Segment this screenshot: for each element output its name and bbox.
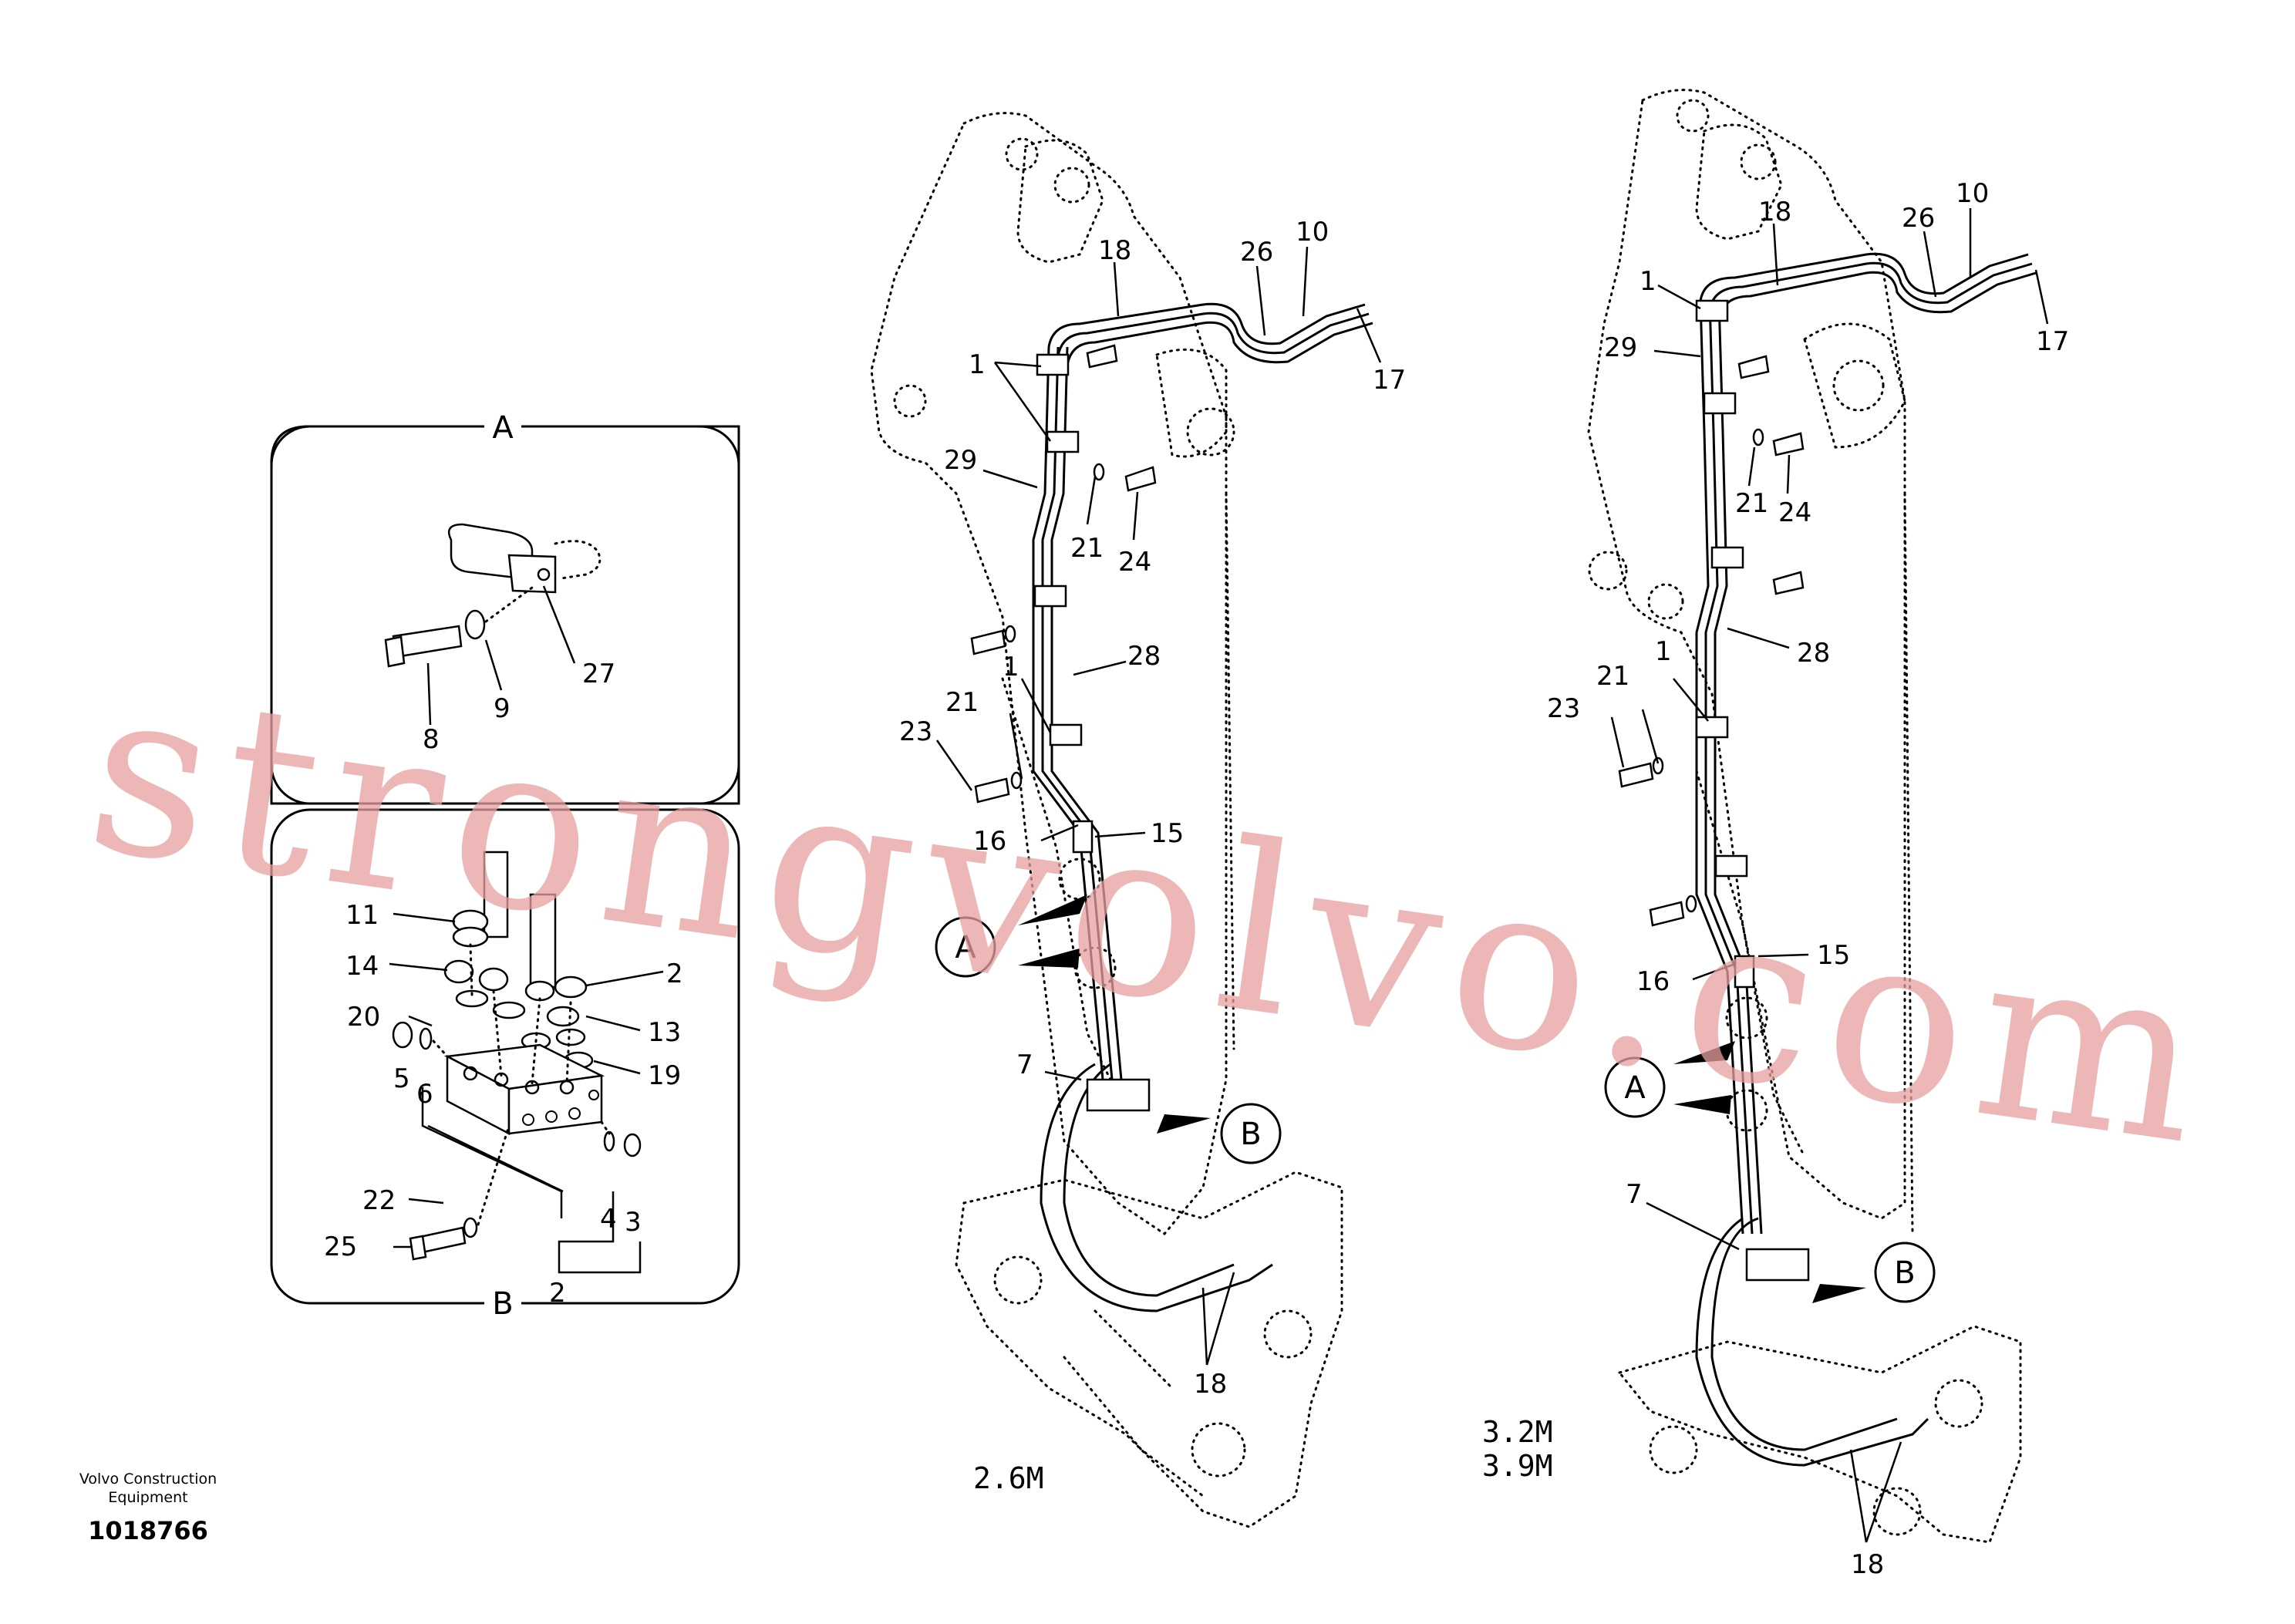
boom-left-callout-18: 18 xyxy=(1098,235,1131,266)
boom-right-callout-29: 29 xyxy=(1604,332,1637,363)
detail-b-callout-22: 22 xyxy=(362,1185,396,1216)
detail-b-callout-2-bottom: 2 xyxy=(549,1278,566,1309)
detail-b-callout-11: 11 xyxy=(345,900,379,931)
detail-b-callout-4: 4 xyxy=(600,1204,617,1235)
detail-b-callout-5: 5 xyxy=(393,1063,410,1094)
boom-right-ref-b-circle xyxy=(1874,1242,1936,1303)
boom-left-callout-21-top: 21 xyxy=(1070,533,1104,564)
boom-right-linkage xyxy=(1617,1325,2022,1544)
detail-a-label: A xyxy=(492,410,514,446)
boom-right-ref-a: A xyxy=(1624,1070,1646,1106)
boom-right-callout-15: 15 xyxy=(1817,940,1850,971)
boom-left-callout-24: 24 xyxy=(1118,547,1151,578)
boom-right-callout-1-mid: 1 xyxy=(1655,636,1672,667)
boom-right-callout-7: 7 xyxy=(1626,1179,1643,1210)
company-name-line-2: Equipment xyxy=(108,1489,187,1506)
footer-block: Volvo Construction Equipment 1018766 xyxy=(79,1471,217,1545)
boom-left-outline xyxy=(870,112,1228,1235)
detail-b-panel: B xyxy=(270,808,740,1322)
boom-right-callout-17: 17 xyxy=(2036,326,2069,357)
boom-left: A B 18 26 10 17 1 29 21 24 28 1 23 21 16… xyxy=(870,112,1406,1528)
part-number: 1018766 xyxy=(88,1516,208,1545)
boom-left-callout-29: 29 xyxy=(944,445,977,476)
washer-part xyxy=(464,609,486,640)
boom-left-callout-1-mid: 1 xyxy=(1003,652,1019,682)
boom-left-variant: 2.6M xyxy=(973,1461,1044,1495)
detail-a-callout-9: 9 xyxy=(494,693,511,724)
boom-right-callout-18-bottom: 18 xyxy=(1851,1549,1884,1580)
boom-left-callout-17: 17 xyxy=(1373,365,1406,396)
boom-left-callout-1-top: 1 xyxy=(969,349,986,380)
boom-right-callout-24: 24 xyxy=(1778,497,1811,528)
detail-a-callout-8: 8 xyxy=(423,724,440,755)
boom-left-manifold xyxy=(1086,1078,1151,1112)
boom-right-callout-1-top: 1 xyxy=(1640,266,1656,297)
boom-left-linkage xyxy=(955,1171,1343,1528)
watermark-text: strongvolvo.com xyxy=(75,634,2230,1198)
boom-left-callout-15: 15 xyxy=(1151,818,1184,849)
boom-right-ref-b: B xyxy=(1894,1255,1915,1291)
boom-left-ref-b-circle xyxy=(1220,1103,1282,1164)
boom-right-callout-10: 10 xyxy=(1956,178,1989,209)
boom-left-callout-23: 23 xyxy=(899,716,932,747)
boom-left-callout-26: 26 xyxy=(1240,237,1273,268)
boom-right-callout-21-mid: 21 xyxy=(1596,661,1629,692)
boom-right-manifold xyxy=(1745,1248,1810,1282)
detail-b-callout-6: 6 xyxy=(416,1079,433,1110)
clip-tab xyxy=(507,554,557,594)
boom-left-ref-a: A xyxy=(955,930,976,965)
boom-right-ref-a-circle xyxy=(1604,1056,1666,1118)
detail-b-callout-19: 19 xyxy=(648,1060,681,1091)
detail-b-callout-20: 20 xyxy=(347,1002,380,1033)
boom-right: A B 18 26 10 1 17 29 21 24 28 23 21 1 16… xyxy=(1482,89,2069,1580)
detail-b-callout-3: 3 xyxy=(625,1207,642,1238)
boom-left-ref-b: B xyxy=(1240,1117,1261,1152)
boom-left-callout-18-bottom: 18 xyxy=(1194,1369,1227,1400)
boom-right-callout-23: 23 xyxy=(1547,693,1580,724)
detail-b-callout-13: 13 xyxy=(648,1017,681,1048)
boom-left-callout-10: 10 xyxy=(1296,217,1329,248)
boom-left-callout-7: 7 xyxy=(1016,1050,1033,1080)
boom-right-callout-28: 28 xyxy=(1797,638,1830,669)
detail-b-label: B xyxy=(492,1286,513,1322)
detail-b-callout-14: 14 xyxy=(345,951,379,982)
detail-b-callout-2-top: 2 xyxy=(666,959,683,989)
boom-right-variant-1: 3.2M xyxy=(1482,1415,1553,1449)
boom-right-callout-21-top: 21 xyxy=(1735,488,1768,519)
boom-left-ref-a-circle xyxy=(935,916,996,978)
detail-b-callout-25: 25 xyxy=(324,1231,357,1262)
boom-left-callout-21-mid: 21 xyxy=(945,687,979,718)
company-name-line-1: Volvo Construction xyxy=(79,1471,217,1488)
boom-left-callout-28: 28 xyxy=(1127,641,1161,672)
detail-a-callout-27: 27 xyxy=(582,659,615,689)
boom-left-callout-16: 16 xyxy=(973,826,1006,857)
boom-right-callout-18: 18 xyxy=(1758,197,1791,227)
boom-right-callout-16: 16 xyxy=(1636,966,1670,997)
boom-right-variant-2: 3.9M xyxy=(1482,1449,1553,1483)
detail-a-panel: A 27 9 8 xyxy=(270,410,740,805)
boom-right-callout-26: 26 xyxy=(1902,203,1935,234)
clip-hose-outline xyxy=(554,540,602,580)
